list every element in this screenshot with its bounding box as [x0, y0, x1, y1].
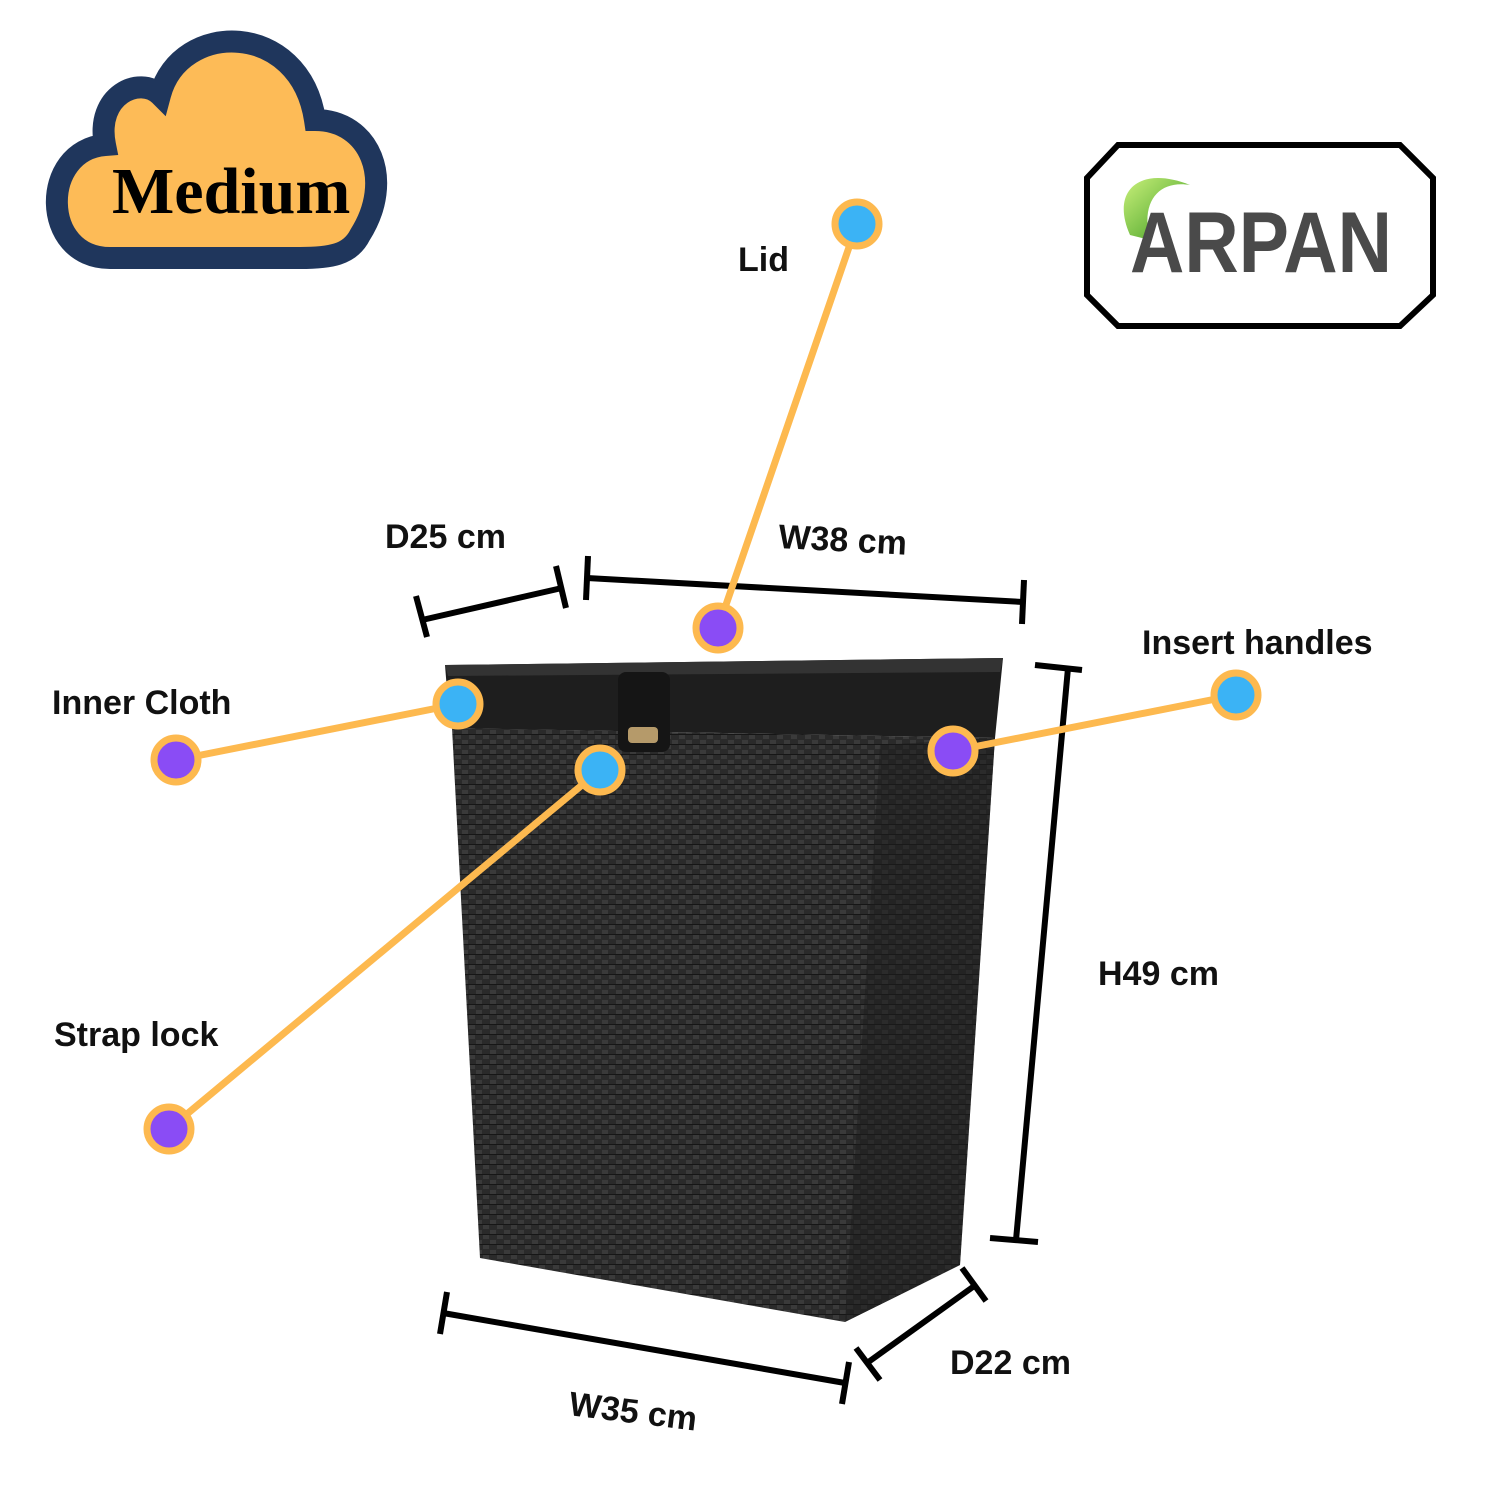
callout-dots — [143, 198, 1262, 1155]
strap-lock-anchor-dot — [143, 1103, 195, 1155]
leaf-icon — [1123, 178, 1190, 240]
strap-lock-buckle — [628, 727, 658, 743]
brand-name: ARPAN — [1130, 195, 1392, 291]
size-badge: Medium — [45, 30, 388, 269]
insert-handles-target-dot — [927, 725, 979, 777]
laundry-basket-image — [445, 658, 1003, 1322]
inner-cloth-target-dot — [432, 678, 484, 730]
top-depth-label: D25 cm — [385, 518, 506, 556]
height-label: H49 cm — [1098, 955, 1219, 993]
badge-text: Medium — [112, 155, 350, 228]
callout-lines — [166, 222, 1237, 1132]
insert-handles-anchor-dot — [1210, 669, 1262, 721]
insert-handles-label: Insert handles — [1142, 624, 1373, 662]
top-width-label: W38 cm — [778, 518, 908, 563]
cloud-shape — [45, 30, 388, 269]
lid-anchor-dot — [831, 198, 883, 250]
inner-cloth-anchor-dot — [150, 734, 202, 786]
inner-cloth-label: Inner Cloth — [52, 684, 231, 722]
dimension-lines — [413, 555, 1083, 1405]
lid-label: Lid — [738, 241, 789, 279]
bottom-depth-label: D22 cm — [950, 1344, 1071, 1382]
strap-lock-label: Strap lock — [54, 1016, 218, 1054]
strap-lock-target-dot — [574, 744, 626, 796]
brand-logo: ARPAN — [1084, 142, 1436, 329]
lid-target-dot — [692, 602, 744, 654]
bottom-width-label: W35 cm — [567, 1385, 699, 1438]
